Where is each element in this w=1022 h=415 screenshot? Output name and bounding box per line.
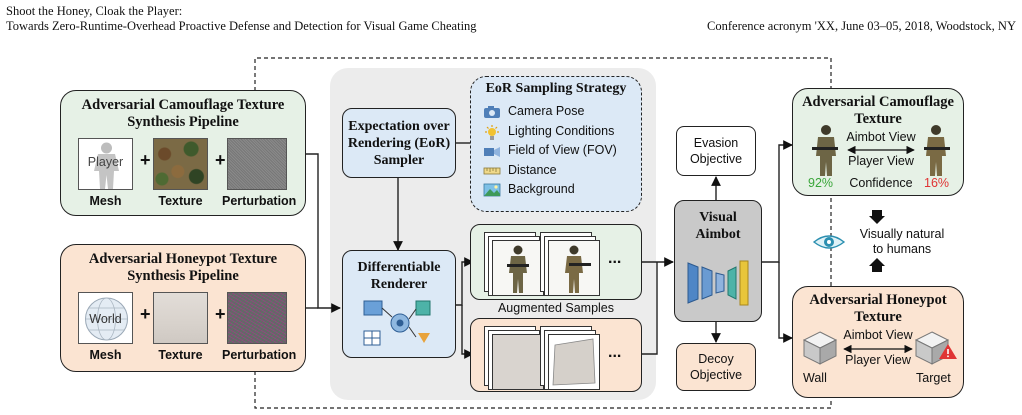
augmented-samples-label: Augmented Samples: [497, 301, 615, 315]
eor-sampler-box: Expectation over Rendering (EoR) Sampler: [342, 108, 456, 178]
renderer-line1: Differentiable: [357, 260, 441, 275]
target-label: Target: [916, 371, 951, 385]
arrow-down-icon: [869, 210, 885, 224]
renderer-pipeline-icon: [363, 300, 431, 346]
aimbot-line2: Aimbot: [695, 227, 741, 242]
renderer-line2: Renderer: [370, 277, 428, 292]
plus-sign: +: [140, 304, 151, 324]
strategy-item-label: Camera Pose: [508, 104, 585, 118]
camo-texture-tile: [153, 138, 208, 190]
globe-icon: [85, 297, 128, 341]
world-tile-label: World: [89, 312, 122, 326]
visually-natural-line2: to humans: [872, 242, 932, 256]
honey-caption-texture: Texture: [158, 348, 203, 362]
plus-sign: +: [215, 150, 226, 170]
eor-sampler-line3: Sampler: [373, 153, 425, 168]
wall-sample-2: [548, 334, 600, 390]
wall-sample-1: [492, 334, 544, 390]
soldier-icon: [812, 125, 838, 176]
honeypot-pipeline-title-line2: Synthesis Pipeline: [127, 268, 239, 284]
camera-icon: [483, 105, 501, 119]
camo-caption-texture: Texture: [158, 194, 203, 208]
camo-player-view-label: Player View: [848, 154, 914, 168]
tilted-wall-icon: [552, 338, 596, 386]
strategy-item-label: Background: [508, 182, 575, 196]
honey-player-view-label: Player View: [845, 353, 911, 367]
camo-view-arrow: [847, 145, 915, 155]
camouflage-pipeline-title-line1: Adversarial Camouflage Texture: [81, 97, 285, 113]
conference-label: Conference acronym 'XX, June 03–05, 2018…: [707, 19, 1016, 33]
honey-caption-perturbation: Perturbation: [222, 348, 297, 362]
camo-result-title-line2: Texture: [854, 111, 902, 127]
camo-caption-mesh: Mesh: [89, 194, 122, 208]
eor-strategy-title: EoR Sampling Strategy: [485, 81, 627, 96]
soldier-icon: [924, 125, 950, 176]
eor-sampler-line2: Rendering (EoR): [347, 136, 451, 151]
decoy-objective-box: Decoy Objective: [676, 343, 756, 391]
soldier-icon: [565, 245, 591, 293]
camo-result-title-line1: Adversarial Camouflage: [802, 94, 954, 110]
visual-aimbot-box: Visual Aimbot: [674, 200, 762, 322]
ruler-icon: [483, 164, 501, 178]
strategy-item-label: Distance: [508, 162, 557, 177]
honey-result-title-line2: Texture: [854, 309, 902, 325]
ellipsis: ...: [608, 344, 622, 361]
honey-perturbation-tile: [227, 292, 287, 344]
visually-natural-line1: Visually natural: [859, 227, 945, 241]
eor-sampler-line1: Expectation over: [348, 119, 450, 134]
honey-caption-mesh: Mesh: [89, 348, 122, 362]
evasion-line2: Objective: [689, 152, 743, 166]
plus-sign: +: [140, 150, 151, 170]
strategy-item-label: Lighting Conditions: [508, 123, 615, 138]
decoy-line1: Decoy: [698, 352, 734, 366]
strategy-item-label: Field of View (FOV): [508, 143, 617, 157]
honey-result-title-line1: Adversarial Honeypot: [809, 292, 947, 308]
soldier-icon: [507, 245, 529, 293]
arrow-up-icon: [869, 258, 885, 272]
player-tile-label: Player: [87, 155, 124, 169]
ellipsis: ...: [608, 250, 622, 267]
confidence-left-value: 92%: [808, 176, 834, 190]
target-cube-icon: [914, 331, 957, 365]
paper-title-line2: Towards Zero-Runtime-Overhead Proactive …: [6, 19, 477, 33]
honeypot-pipeline-title-line1: Adversarial Honeypot Texture: [88, 251, 278, 267]
world-mesh-tile: World: [78, 292, 133, 344]
evasion-objective-box: Evasion Objective: [676, 126, 756, 176]
paper-title-line1: Shoot the Honey, Cloak the Player:: [6, 4, 183, 18]
honey-texture-tile: [153, 292, 208, 344]
decoy-line2: Objective: [689, 368, 743, 382]
wall-label: Wall: [803, 371, 827, 385]
evasion-line1: Evasion: [693, 136, 739, 150]
camo-perturbation-tile: [227, 138, 287, 190]
camo-caption-perturbation: Perturbation: [222, 194, 297, 208]
sun-icon: [483, 124, 501, 140]
landscape-icon: [483, 183, 501, 197]
aimbot-line1: Visual: [699, 210, 737, 225]
renderer-box: Differentiable Renderer: [342, 250, 456, 358]
confidence-right-value: 16%: [924, 176, 950, 190]
soldier-sample-1: [492, 240, 544, 296]
plus-sign: +: [215, 304, 226, 324]
player-silhouette-icon: [94, 142, 119, 189]
camo-aimbot-view-label: Aimbot View: [846, 130, 916, 144]
neural-network-icon: [687, 260, 749, 306]
confidence-label: Confidence: [849, 176, 913, 190]
honey-aimbot-view-label: Aimbot View: [843, 328, 913, 342]
player-mesh-tile: Player: [78, 138, 133, 190]
wall-cube-icon: [802, 331, 838, 365]
eye-icon: [812, 235, 846, 249]
honey-view-arrow: [843, 344, 913, 354]
fov-camera-icon: [483, 144, 501, 158]
soldier-sample-2: [548, 240, 600, 296]
camouflage-pipeline-title-line2: Synthesis Pipeline: [127, 114, 239, 130]
